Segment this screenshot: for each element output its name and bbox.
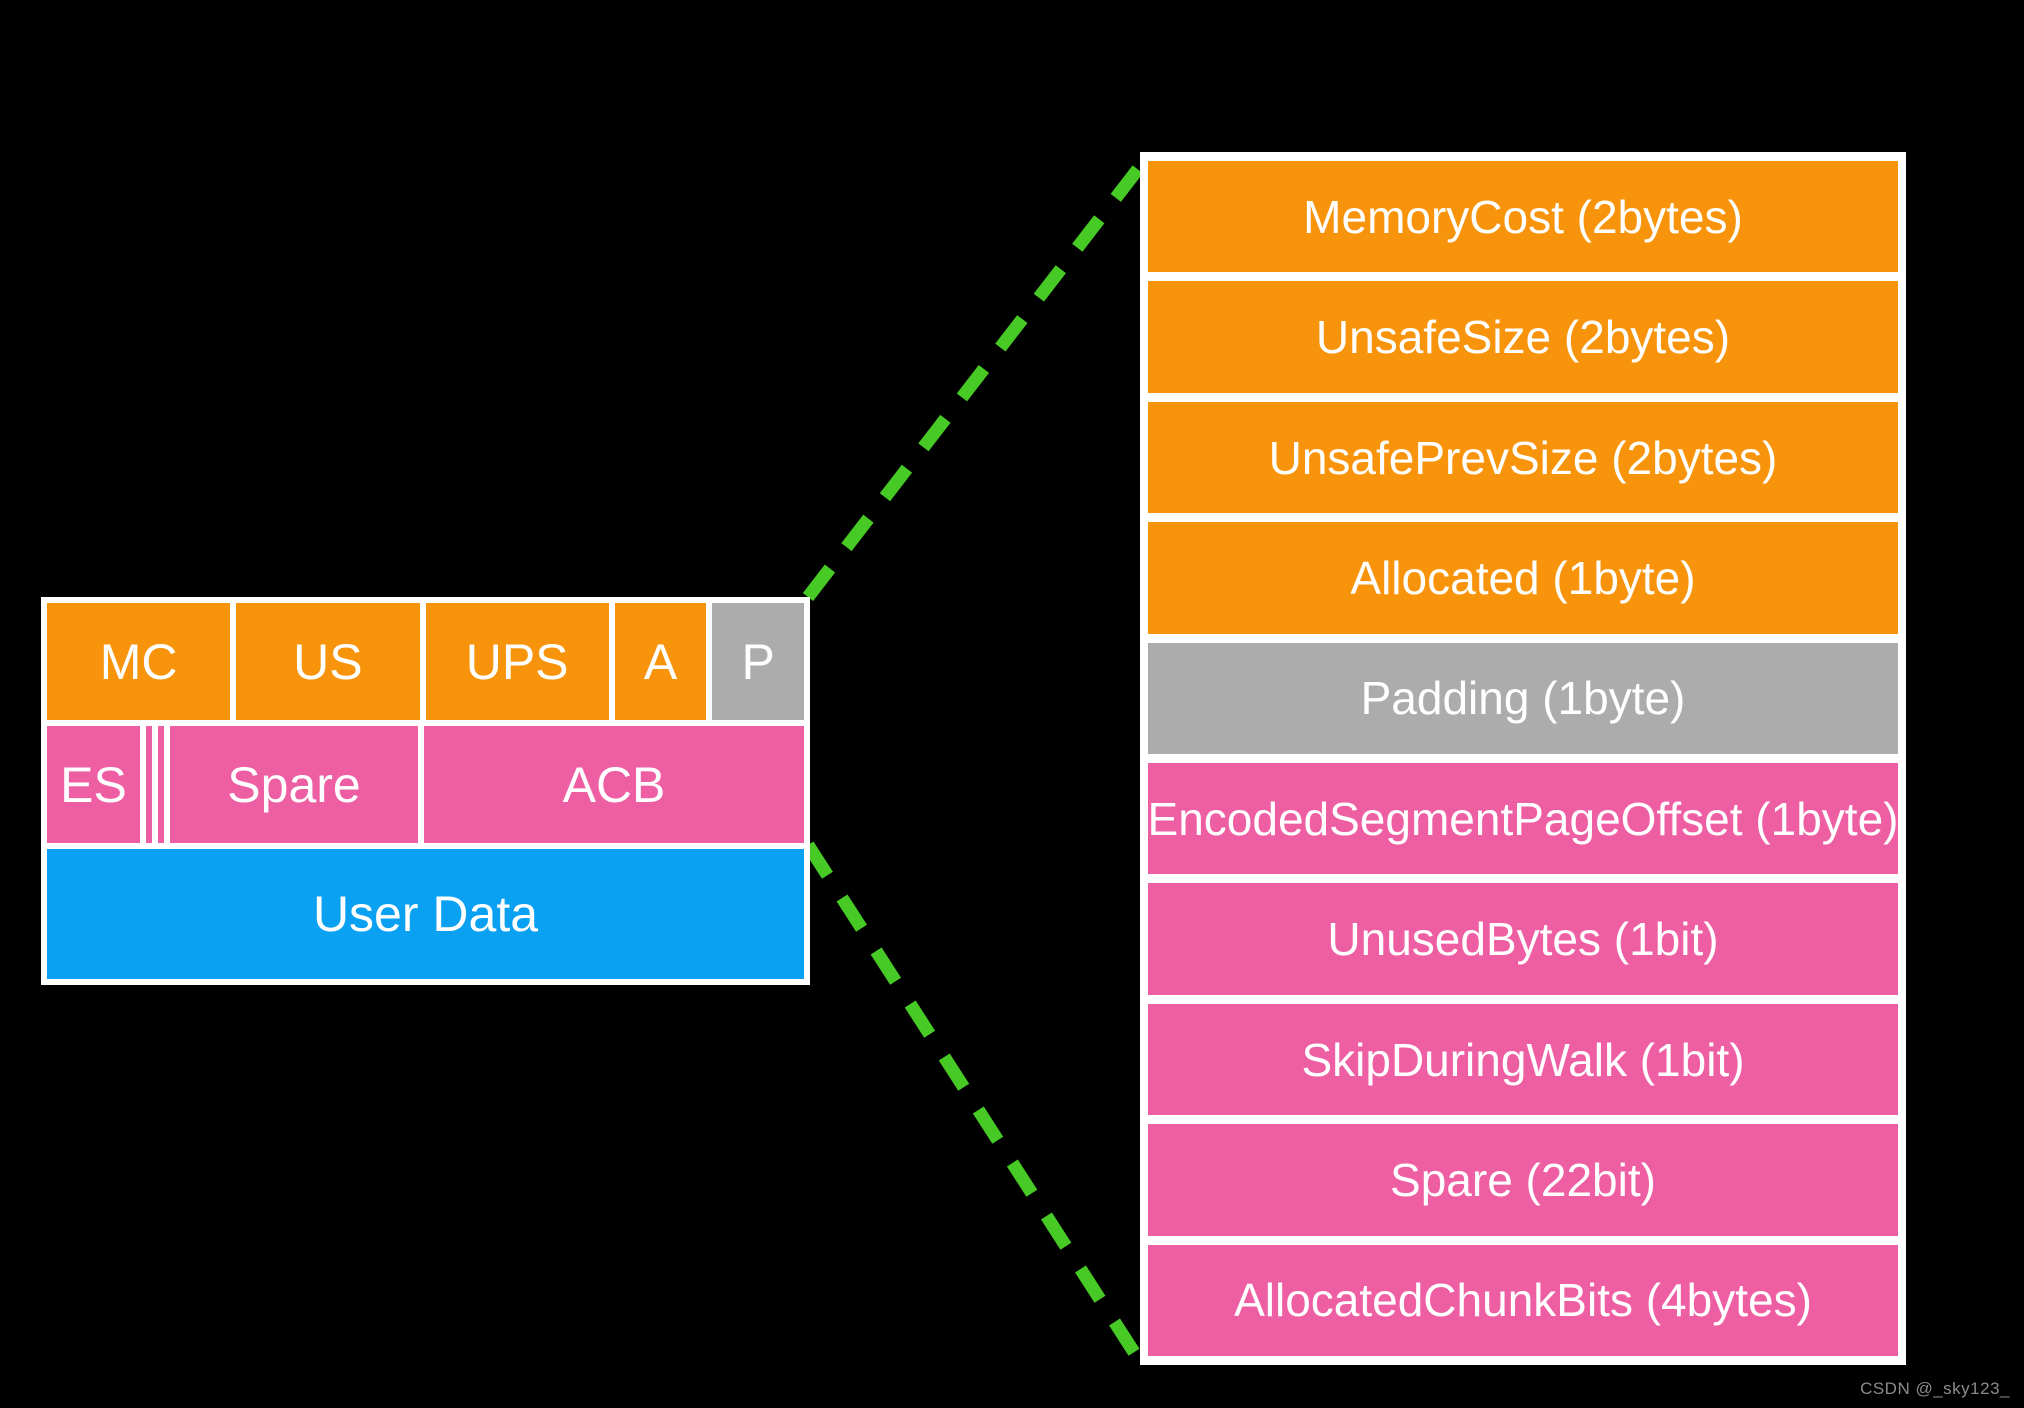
cell-unused-bytes-sliver (146, 726, 152, 843)
stack-row-padding: Padding (1byte) (1148, 642, 1898, 755)
stack-row-allocated-chunk-bits: AllocatedChunkBits (4bytes) (1148, 1244, 1898, 1357)
cell-user-data: User Data (47, 849, 804, 979)
stack-row-unsafe-prev-size: UnsafePrevSize (2bytes) (1148, 401, 1898, 514)
chunk-header-row: MC US UPS A P (47, 603, 804, 720)
cell-memory-cost: MC (47, 603, 231, 720)
chunk-user-data-row: User Data (47, 849, 804, 979)
cell-unsafe-size: US (236, 603, 420, 720)
cell-allocated: A (614, 603, 707, 720)
stack-row-encoded-segment-page-offset: EncodedSegmentPageOffset (1byte) (1148, 763, 1898, 875)
cell-unsafe-prev-size: UPS (425, 603, 609, 720)
connector-top-dashed-line (802, 156, 1151, 601)
cell-padding: P (712, 603, 804, 720)
cell-skip-during-walk-sliver (158, 726, 164, 843)
stack-row-memory-cost: MemoryCost (2bytes) (1148, 161, 1898, 273)
header-detail-stack: MemoryCost (2bytes) UnsafeSize (2bytes) … (1140, 152, 1906, 1365)
stack-row-spare: Spare (22bit) (1148, 1124, 1898, 1236)
stack-row-unused-bytes: UnusedBytes (1bit) (1148, 883, 1898, 995)
cell-allocated-chunk-bits: ACB (424, 726, 804, 843)
connector-bottom-dashed-line (802, 841, 1145, 1364)
stack-row-skip-during-walk: SkipDuringWalk (1bit) (1148, 1003, 1898, 1116)
cell-spare: Spare (170, 726, 418, 843)
stack-row-allocated: Allocated (1byte) (1148, 522, 1898, 634)
chunk-flags-row: ES Spare ACB (47, 726, 804, 843)
stack-row-unsafe-size: UnsafeSize (2bytes) (1148, 281, 1898, 393)
chunk-overview-block: MC US UPS A P ES Spare ACB User Data (41, 597, 810, 985)
csdn-watermark: CSDN @_sky123_ (1860, 1379, 2010, 1398)
cell-encoded-segment-offset: ES (47, 726, 140, 843)
